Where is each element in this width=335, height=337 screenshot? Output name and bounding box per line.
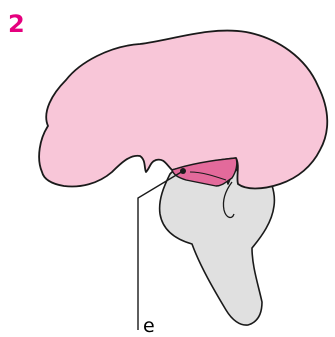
- label-e: e: [143, 315, 155, 337]
- cerebrum: [39, 31, 327, 189]
- panel-number: 2: [8, 10, 25, 38]
